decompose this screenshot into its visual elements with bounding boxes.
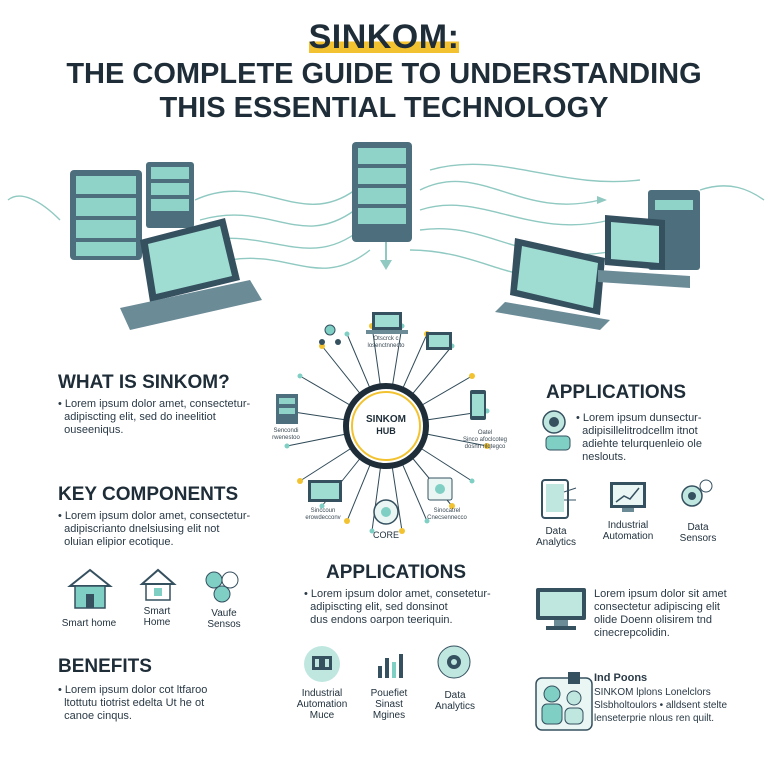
page-title: SINKOM: — [308, 18, 460, 56]
display-icon — [426, 332, 452, 350]
key-components-heading: KEY COMPONENTS — [58, 484, 239, 505]
benefits-text: • Lorem ipsum dolor cot ltfaroo ltottutu… — [58, 684, 208, 722]
server-small-icon — [276, 394, 298, 424]
monitor-icon — [120, 218, 262, 330]
key-components-icons — [67, 568, 239, 609]
brain-cog-icon — [542, 410, 571, 451]
desktop-pc-icon — [598, 190, 700, 288]
chart-monitor-icon — [610, 482, 646, 512]
data-gear-icon — [437, 645, 471, 679]
page-title-line-1: THE COMPLETE GUIDE TO UNDERSTANDING — [66, 58, 702, 90]
central-server-icon — [352, 142, 412, 242]
applications-center-icons — [304, 645, 471, 682]
key-components-text: • Lorem ipsum dolor amet, consectetur- a… — [58, 510, 251, 548]
page-title-line-2: THIS ESSENTIAL TECHNOLOGY — [159, 92, 609, 124]
factory-icon — [304, 646, 340, 682]
app-right-label-industrial: Industrial Automation — [602, 520, 654, 542]
monitor-small-icon — [308, 480, 342, 502]
network-illustration — [7, 142, 765, 330]
benefits-heading: BENEFITS — [58, 656, 152, 677]
app-right-label-data-analytics: Data Analytics — [535, 526, 576, 548]
tablet-icon — [541, 479, 577, 519]
smart-home-icon — [139, 568, 177, 601]
app-right-label-data-sensors: Data Sensors — [679, 522, 717, 544]
server-tower-icon — [146, 162, 194, 228]
network-flow-lines — [7, 163, 765, 277]
people-icon — [535, 672, 593, 731]
people-block-title: Ind Poons — [594, 672, 648, 684]
applications-center-text: • Lorem ipsum dolor amet, consetetur- ad… — [304, 588, 491, 626]
component-label-smart-home: Smart home — [61, 618, 117, 629]
applications-right-heading: APPLICATIONS — [546, 382, 687, 403]
app-label-industrial: Industrial Automation Muce — [296, 688, 348, 721]
monitor-icon — [495, 238, 610, 330]
what-is-text: • Lorem ipsum dolor amet, consectetur- a… — [58, 398, 251, 436]
app-label-smart-engines: Pouefiet Sinast Mgines — [370, 688, 408, 721]
house-icon — [67, 568, 113, 609]
network-device-icon — [427, 477, 453, 501]
molecule-icon — [319, 324, 341, 345]
core-chip-icon — [373, 499, 399, 525]
monitor-block-text: Lorem ipsum dolor sit amet consectetur a… — [594, 588, 727, 639]
sinkom-hub-diagram: SINKOM HUB — [276, 312, 490, 534]
app-label-data-analytics: Data Analytics — [434, 690, 475, 712]
component-label-smart-home-2: Smart Home — [143, 606, 171, 628]
applications-right-text: • Lorem ipsum dunsectur- adipisillelitro… — [576, 412, 702, 463]
applications-center-heading: APPLICATIONS — [326, 562, 467, 583]
monitor-block-icon — [536, 588, 586, 630]
applications-right-icons — [541, 479, 713, 519]
what-is-heading: WHAT IS SINKOM? — [58, 372, 230, 393]
server-tower-icon — [70, 170, 142, 260]
laptop-icon — [366, 312, 408, 334]
signal-bars-icon — [378, 654, 403, 678]
people-block-text: SINKOM lplons Lonelclors Slsbholtoulors … — [594, 687, 728, 724]
hub-label: SINKOM — [366, 414, 406, 425]
svg-text:HUB: HUB — [376, 426, 396, 436]
sensor-cluster-icon — [205, 571, 239, 603]
gear-cluster-icon — [681, 479, 713, 507]
smartphone-icon — [470, 390, 486, 420]
component-label-sensors: Vaufe Sensos — [207, 608, 241, 630]
hub-core-label: CORE — [372, 530, 399, 540]
